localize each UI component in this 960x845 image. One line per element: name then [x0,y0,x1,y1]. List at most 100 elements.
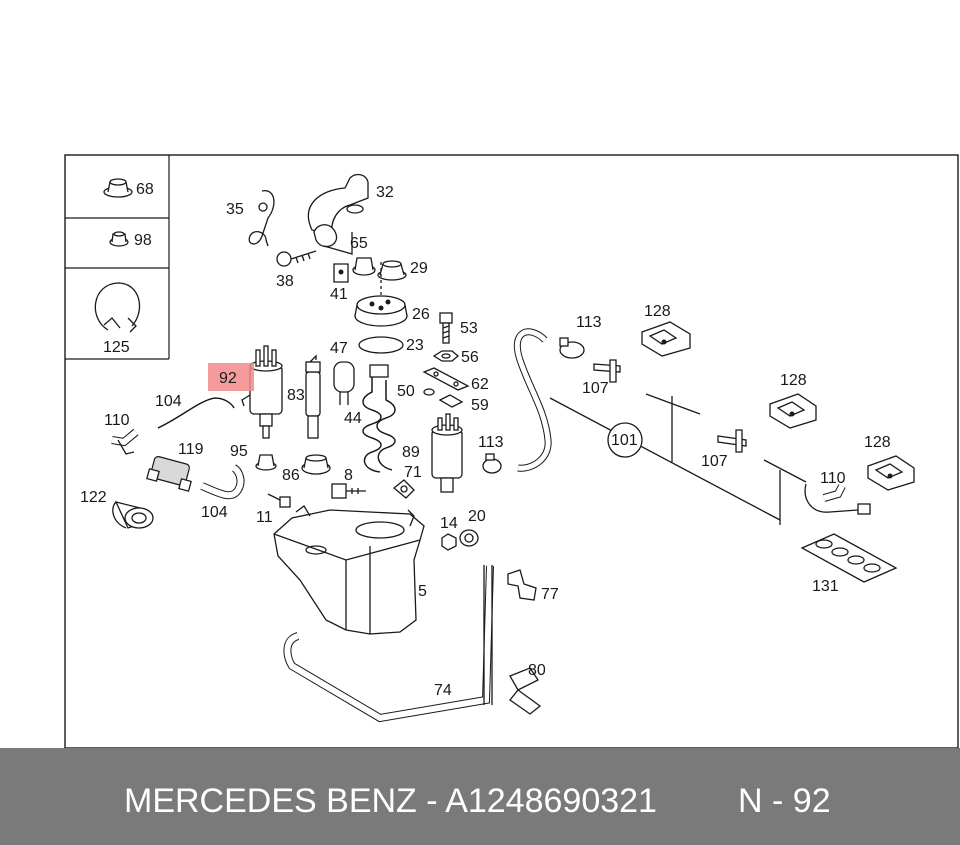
callout-labels: 68 98 125 35 32 65 29 38 41 26 53 56 62 … [80,181,891,699]
callout-131: 131 [812,578,839,595]
callout-26: 26 [412,306,430,323]
clip-71-icon [392,479,415,499]
parts-diagram: 68 98 125 35 32 65 29 38 41 26 53 56 62 … [64,154,959,748]
clip-80-icon [509,667,542,715]
callout-65: 65 [350,235,368,252]
ref-prefix: N [738,782,763,820]
callout-71: 71 [404,464,422,481]
connector-128-mid-icon [769,393,817,429]
callout-23: 23 [406,337,424,354]
separator: - [426,782,438,820]
grommet-20-icon [459,529,479,547]
callout-62: 62 [471,376,489,393]
callout-128-mid: 128 [780,372,807,389]
pipe-74-icon [284,565,493,722]
callout-107-lower: 107 [701,453,728,470]
clamp-125-icon [94,282,141,333]
pump-89-icon [431,413,463,493]
cap-26-icon [354,262,408,327]
nut-14-icon [441,533,457,551]
clip-77-icon [507,569,537,601]
plate-62-icon [422,367,470,391]
hose-main-icon [514,329,551,471]
callout-128-top: 128 [644,303,671,320]
clamp-113-lower-icon [482,453,502,474]
valve-119-icon [146,456,192,492]
plug-98-icon [109,231,129,247]
callout-11: 11 [256,509,273,526]
level-sensor-83-icon [305,354,321,439]
callout-68: 68 [136,181,154,198]
clamp-113-upper-icon [559,337,585,359]
callout-56: 56 [461,349,479,366]
diagram-frame [64,154,959,748]
callout-59: 59 [471,397,489,414]
footer-reference: N - 92 [738,782,831,821]
filler-neck-32-icon [307,173,369,255]
callout-122: 122 [80,489,107,506]
pump-92-icon [241,345,283,439]
connector-128-top-icon [641,321,691,357]
grommet-65-icon [352,257,376,276]
elbow-110-right-icon [804,483,871,515]
callout-113-lower: 113 [478,434,504,451]
callout-95: 95 [230,443,248,460]
callout-47: 47 [330,340,348,357]
callout-74: 74 [434,682,452,699]
ref-number: 92 [792,782,831,820]
bolt-8-icon [331,483,366,499]
bolt-53-icon [439,312,453,344]
callout-119: 119 [178,441,204,458]
grommet-95-icon [255,454,277,471]
callout-41: 41 [330,286,348,303]
callout-44: 44 [344,410,362,427]
callout-77: 77 [541,586,559,603]
callout-125: 125 [103,339,130,356]
filter-122-icon [112,501,154,529]
inset-panel [65,155,170,360]
footer-part-info: MERCEDES BENZ - A1248690321 [124,782,657,821]
clip-41-icon [333,263,349,283]
callout-107-upper: 107 [582,380,609,397]
callout-104-upper: 104 [155,393,182,410]
callout-32: 32 [376,184,394,201]
callout-89: 89 [402,444,420,461]
screw-11-icon [267,493,291,508]
connector-107-lower-icon [717,429,747,453]
part-number: A1248690321 [445,782,657,820]
sensor-47-icon [333,361,355,405]
connector-128-right-icon [867,455,915,491]
callout-101: 101 [611,432,638,449]
grommet-29-icon [377,260,407,281]
callout-83: 83 [287,387,305,404]
callout-80: 80 [528,662,546,679]
seal-ring-23-icon [358,336,404,354]
callout-110-right: 110 [820,470,846,487]
callout-8: 8 [344,467,353,484]
washer-59-icon [423,388,464,408]
grommet-86-icon [301,454,331,475]
reservoir-tank-5-icon [273,505,425,635]
callout-29: 29 [410,260,428,277]
callout-14: 14 [440,515,458,532]
nut-56-icon [432,350,460,362]
callout-110-left: 110 [104,412,130,429]
callout-128-right: 128 [864,434,891,451]
footer-bar: MERCEDES BENZ - A1248690321 N - 92 [0,748,960,845]
brand-name: MERCEDES BENZ [124,782,417,820]
callout-104-lower: 104 [201,504,228,521]
callout-20: 20 [468,508,486,525]
ref-separator: - [772,782,784,820]
callout-86: 86 [282,467,300,484]
callout-50: 50 [397,383,415,400]
callout-53: 53 [460,320,478,337]
connector-107-upper-icon [593,359,621,383]
screw-38-icon [276,250,317,267]
grommet-68-icon [103,178,133,198]
highlight-92 [208,363,254,391]
callout-113-upper: 113 [576,314,602,331]
callout-92: 92 [219,370,237,387]
pad-131-icon [800,533,898,583]
hose-104-lower-icon [200,465,244,499]
callout-35: 35 [226,201,244,218]
